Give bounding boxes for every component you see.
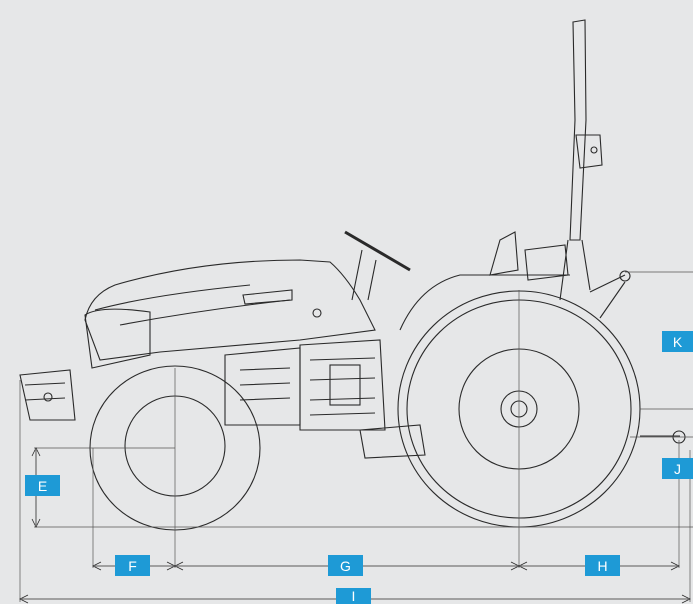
steering-wheel	[344, 230, 411, 301]
dimension-label-h: H	[585, 555, 620, 576]
front-weight	[19, 369, 76, 421]
dimension-label-k: K	[662, 331, 693, 352]
reference-lines	[19, 271, 693, 602]
hood	[84, 259, 376, 369]
drawbar	[359, 424, 426, 459]
dimension-lines	[19, 447, 691, 604]
three-point-hitch	[589, 270, 686, 444]
engine-block	[224, 339, 386, 431]
dimension-label-f: F	[115, 555, 150, 576]
dimension-label-j: J	[662, 458, 693, 479]
dimension-label-g: G	[328, 555, 363, 576]
seat	[489, 231, 569, 281]
dimension-label-i: I	[336, 588, 371, 604]
rear-fender	[399, 274, 570, 331]
rops-rollbar	[559, 19, 603, 301]
dimension-label-e: E	[25, 475, 60, 496]
